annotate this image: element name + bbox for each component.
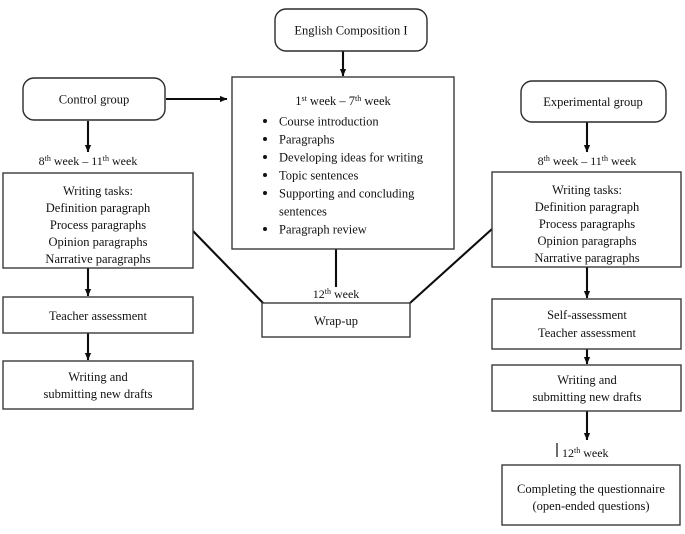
node-control-group-label: Control group xyxy=(59,93,129,107)
node-course-label: English Composition I xyxy=(294,24,407,38)
node-control-assessment-box xyxy=(2,296,194,334)
node-wrap-up-box xyxy=(261,302,411,338)
node-common-syllabus-bullet-2: Developing ideas for writing xyxy=(279,151,424,165)
node-control-assessment-line-0: Teacher assessment xyxy=(49,309,148,323)
node-experimental-tasks-box xyxy=(491,171,682,268)
node-experimental-drafts: Writing and submitting new drafts xyxy=(491,364,682,412)
node-control-tasks-box xyxy=(2,172,194,269)
node-experimental-drafts-line-0: Writing and xyxy=(557,373,617,387)
node-experimental-group: Experimental group xyxy=(520,80,667,123)
label-experimental-weeks: 8th week – 11th week xyxy=(538,154,637,169)
node-experimental-assessment: Self-assessment Teacher assessment xyxy=(491,298,682,350)
node-common-syllabus-bullet-3: Topic sentences xyxy=(279,169,358,183)
node-common-syllabus-box xyxy=(231,76,455,250)
node-control-group-box xyxy=(22,77,166,121)
node-common-syllabus-bullet-1: Paragraphs xyxy=(279,133,335,147)
node-experimental-assessment-box xyxy=(491,298,682,350)
node-control-tasks: Writing tasks: Definition paragraph Proc… xyxy=(2,172,194,269)
node-questionnaire-line-1: (open-ended questions) xyxy=(533,499,650,513)
node-control-drafts-line-1: submitting new drafts xyxy=(43,387,152,401)
node-common-syllabus-bullet-0: Course introduction xyxy=(279,115,379,129)
node-common-syllabus-heading: 1st week – 7th week xyxy=(295,94,391,109)
edge-experimental-tasks-to-wrapup xyxy=(409,228,493,304)
node-experimental-assessment-line-0: Self-assessment xyxy=(547,308,627,322)
node-control-drafts-box xyxy=(2,360,194,410)
node-control-assessment: Teacher assessment xyxy=(2,296,194,334)
node-control-tasks-line-1: Definition paragraph xyxy=(46,201,151,215)
node-control-tasks-line-4: Narrative paragraphs xyxy=(45,252,150,266)
bullet-dot xyxy=(263,227,267,231)
node-experimental-assessment-line-1: Teacher assessment xyxy=(538,326,637,340)
node-control-tasks-line-2: Process paragraphs xyxy=(50,218,146,232)
node-experimental-tasks: Writing tasks: Definition paragraph Proc… xyxy=(491,171,682,268)
node-common-syllabus: 1st week – 7th week Course introduction … xyxy=(231,76,455,250)
node-experimental-tasks-line-1: Definition paragraph xyxy=(535,200,640,214)
node-common-syllabus-bullet-6: Paragraph review xyxy=(279,223,367,237)
node-questionnaire-box xyxy=(501,464,681,526)
label-wrapup-week: 12th week xyxy=(313,287,360,302)
bullet-dot xyxy=(263,155,267,159)
node-experimental-tasks-line-2: Process paragraphs xyxy=(539,217,635,231)
node-questionnaire: Completing the questionnaire (open-ended… xyxy=(501,464,681,526)
node-experimental-group-label: Experimental group xyxy=(543,95,643,109)
node-course: English Composition I xyxy=(274,8,428,52)
label-control-weeks: 8th week – 11th week xyxy=(39,154,138,169)
node-wrap-up: Wrap-up xyxy=(261,302,411,338)
bullet-dot xyxy=(263,191,267,195)
label-questionnaire-week: 12th week xyxy=(562,446,609,461)
node-experimental-group-box xyxy=(520,80,667,123)
node-course-box xyxy=(274,8,428,52)
bullet-dot xyxy=(263,137,267,141)
node-common-syllabus-bullet-5: sentences xyxy=(279,205,327,219)
node-control-tasks-line-0: Writing tasks: xyxy=(63,184,133,198)
node-control-drafts-line-0: Writing and xyxy=(68,370,128,384)
node-experimental-tasks-line-3: Opinion paragraphs xyxy=(538,234,637,248)
node-questionnaire-line-0: Completing the questionnaire xyxy=(517,482,665,496)
node-common-syllabus-bullet-4: Supporting and concluding xyxy=(279,187,415,201)
node-control-group: Control group xyxy=(22,77,166,121)
bullet-dot xyxy=(263,173,267,177)
edge-control-tasks-to-wrapup xyxy=(192,230,264,304)
bullet-dot xyxy=(263,119,267,123)
node-control-tasks-line-3: Opinion paragraphs xyxy=(49,235,148,249)
node-experimental-drafts-line-1: submitting new drafts xyxy=(532,390,641,404)
node-experimental-drafts-box xyxy=(491,364,682,412)
node-wrap-up-label: Wrap-up xyxy=(314,314,358,328)
node-experimental-tasks-line-4: Narrative paragraphs xyxy=(534,251,639,265)
node-experimental-tasks-line-0: Writing tasks: xyxy=(552,183,622,197)
node-control-drafts: Writing and submitting new drafts xyxy=(2,360,194,410)
